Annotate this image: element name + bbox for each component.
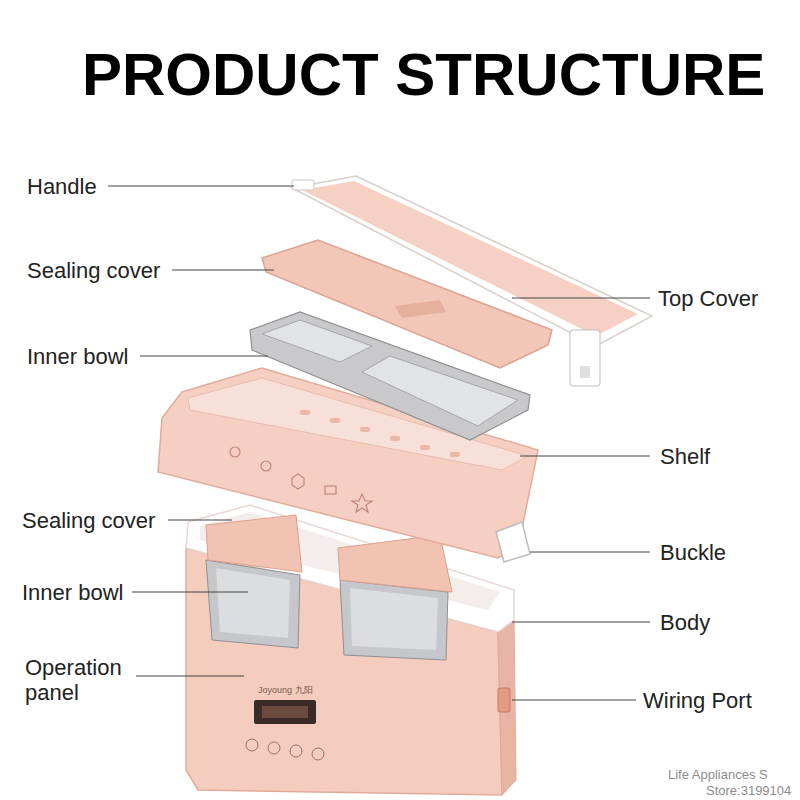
leader-line [108, 186, 294, 187]
top-cover [302, 181, 638, 336]
icon [261, 461, 271, 471]
watermark: Life Appliances S [668, 768, 768, 781]
leader-line [168, 520, 232, 521]
top-cover-rim [292, 176, 652, 346]
part-label: Body [660, 610, 710, 635]
part-label: Handle [27, 174, 97, 199]
button [312, 748, 324, 760]
leader-line [140, 356, 268, 357]
leader-line [172, 270, 274, 271]
lower-bowl-right [340, 580, 448, 660]
part-label: Sealing cover [27, 258, 160, 283]
cover-tab [395, 300, 446, 318]
hole [360, 427, 370, 432]
leader-line [512, 622, 650, 623]
lower-bowl-left [206, 560, 300, 648]
hole [390, 436, 400, 441]
lower-bowl-left-shine [216, 568, 290, 638]
hole [450, 452, 460, 457]
top-cover-clip [570, 330, 600, 386]
leader-line [530, 552, 650, 553]
hole [420, 445, 430, 450]
leader-line [512, 298, 650, 299]
part-label: Buckle [660, 540, 726, 565]
buckle [496, 522, 530, 562]
handle [292, 180, 314, 190]
clip-hole [580, 366, 590, 378]
part-label: Inner bowl [22, 580, 124, 605]
leader-line [512, 700, 636, 701]
icon [292, 474, 304, 489]
part-label: Operation panel [25, 655, 143, 705]
body-side [498, 620, 516, 795]
lower-lid-right [338, 535, 452, 592]
display-screen [254, 700, 316, 724]
leader-lines [108, 186, 650, 700]
lower-lid-left [206, 515, 302, 572]
part-label: Top Cover [658, 286, 758, 311]
icon [352, 494, 372, 512]
brand-logo: Joyoung 九阳 [258, 686, 313, 695]
part-label: Wiring Port [643, 688, 752, 713]
part-label: Sealing cover [22, 508, 155, 533]
button [268, 742, 280, 754]
part-label: Inner bowl [27, 344, 129, 369]
bowl-compartment [262, 320, 372, 362]
watermark: Store:3199104 [706, 784, 791, 797]
wiring-port [498, 688, 510, 712]
leader-line [136, 676, 244, 677]
lower-bowl-right-shine [350, 588, 438, 650]
shelf-icons [230, 447, 372, 512]
hole [300, 410, 310, 415]
button [290, 745, 302, 757]
part-label: Shelf [660, 444, 710, 469]
title: PRODUCT STRUCTURE [82, 45, 765, 105]
leader-line [132, 592, 248, 593]
hole [330, 418, 340, 423]
icon [325, 486, 336, 494]
button [246, 739, 258, 751]
icon [230, 447, 240, 457]
leader-line [520, 456, 650, 457]
display-digits [262, 706, 308, 718]
